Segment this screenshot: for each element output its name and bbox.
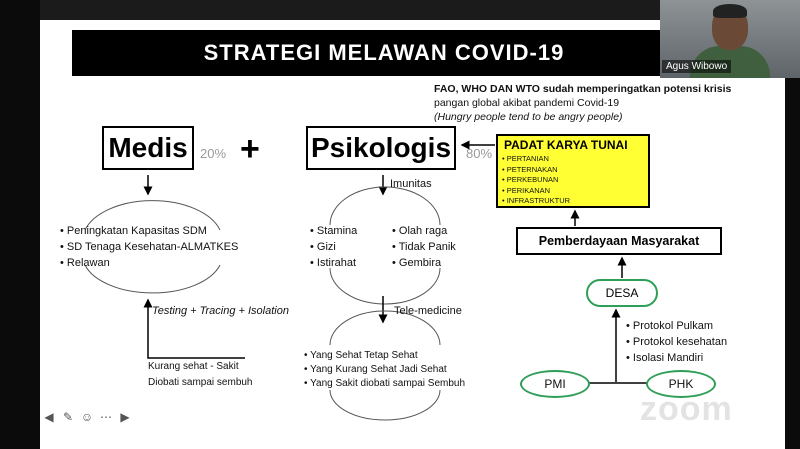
slide-top-strip [40, 0, 785, 20]
padat-karya-list: PERTANIAN PETERNAKAN PERKEBUNAN PERIKANA… [502, 154, 570, 207]
tele-list: Yang Sehat Tetap Sehat Yang Kurang Sehat… [304, 349, 465, 391]
fao-note-line1: FAO, WHO DAN WTO sudah memperingatkan po… [434, 83, 732, 95]
psiko-right-list: Olah raga Tidak Panik Gembira [392, 223, 456, 271]
psiko-arc-top [329, 186, 441, 226]
tele-arc-bottom [329, 389, 441, 421]
medis-box: Medis [102, 126, 194, 170]
protokol-list-item: Protokol kesehatan [626, 334, 727, 350]
pemberdayaan-box: Pemberdayaan Masyarakat [516, 227, 722, 255]
pen-icon[interactable]: ✎ [62, 410, 74, 424]
padat-karya-item: PERKEBUNAN [502, 175, 570, 186]
medis-arc-top [84, 200, 221, 231]
tele-list-item: Yang Sehat Tetap Sehat [304, 349, 465, 363]
arrow-right-icon[interactable]: ▶ [120, 410, 130, 424]
protokol-list: Protokol Pulkam Protokol kesehatan Isola… [626, 318, 727, 366]
phk-oval: PHK [646, 370, 716, 398]
tele-list-item: Yang Kurang Sehat Jadi Sehat [304, 363, 465, 377]
psiko-left-item: Stamina [310, 223, 357, 239]
pmi-oval: PMI [520, 370, 590, 398]
padat-karya-item: PERIKANAN [502, 186, 570, 197]
desa-oval: DESA [586, 279, 658, 307]
plus-sign: + [240, 130, 260, 168]
psiko-left-item: Istirahat [310, 255, 357, 271]
psiko-arc-bottom [329, 267, 441, 305]
psiko-right-item: Gembira [392, 255, 456, 271]
participant-hair [713, 4, 747, 18]
loop-arrow [143, 298, 245, 359]
psiko-left-list: Stamina Gizi Istirahat [310, 223, 357, 271]
more-icon[interactable]: ⋯ [100, 410, 112, 424]
protokol-list-item: Protokol Pulkam [626, 318, 727, 334]
psiko-right-item: Tidak Panik [392, 239, 456, 255]
psiko-left-item: Gizi [310, 239, 357, 255]
diobati-label: Diobati sampai sembuh [148, 377, 253, 388]
testing-label: Testing + Tracing + Isolation [152, 305, 289, 317]
tele-list-item: Yang Sakit diobati sampai Sembuh [304, 377, 465, 391]
smile-icon[interactable]: ☺ [80, 410, 94, 424]
tele-medicine-label: Tele-medicine [394, 305, 462, 317]
tele-arc-top [329, 310, 441, 346]
padat-karya-item: PETERNAKAN [502, 165, 570, 176]
medis-arc-bottom [84, 264, 221, 294]
diagram-connectors [84, 140, 648, 421]
psiko-right-item: Olah raga [392, 223, 456, 239]
padat-karya-box: PADAT KARYA TUNAI PERTANIAN PETERNAKAN P… [496, 134, 650, 208]
medis-list-item: Peningkatan Kapasitas SDM [60, 223, 238, 239]
fao-note-line2: pangan global akibat pandemi Covid-19 [434, 97, 620, 109]
padat-karya-item: PERTANIAN [502, 154, 570, 165]
medis-list-item: SD Tenaga Kesehatan-ALMATKES [60, 239, 238, 255]
psikologis-percent: 80% [466, 146, 493, 161]
padat-karya-title: PADAT KARYA TUNAI [504, 138, 628, 152]
imunitas-label: Imunitas [390, 178, 432, 190]
participant-name: Agus Wibowo [662, 60, 732, 73]
slide-toolbar: ◀ ✎ ☺ ⋯ ▶ [42, 410, 132, 424]
kurang-sehat-label: Kurang sehat - Sakit [148, 361, 239, 372]
medis-percent: 20% [200, 146, 227, 161]
zoom-watermark: zoom [640, 390, 733, 428]
medis-list-item: Relawan [60, 255, 238, 271]
medis-list: Peningkatan Kapasitas SDM SD Tenaga Kese… [60, 223, 238, 271]
protokol-list-item: Isolasi Mandiri [626, 350, 727, 366]
participant-video[interactable]: Agus Wibowo [660, 0, 800, 78]
fao-note-line3: (Hungry people tend to be angry people) [434, 111, 623, 123]
padat-karya-item: INFRASTRUKTUR [502, 196, 570, 207]
arrow-left-icon[interactable]: ◀ [44, 410, 54, 424]
slide-title: STRATEGI MELAWAN COVID-19 [72, 30, 696, 76]
psikologis-box: Psikologis [306, 126, 456, 170]
